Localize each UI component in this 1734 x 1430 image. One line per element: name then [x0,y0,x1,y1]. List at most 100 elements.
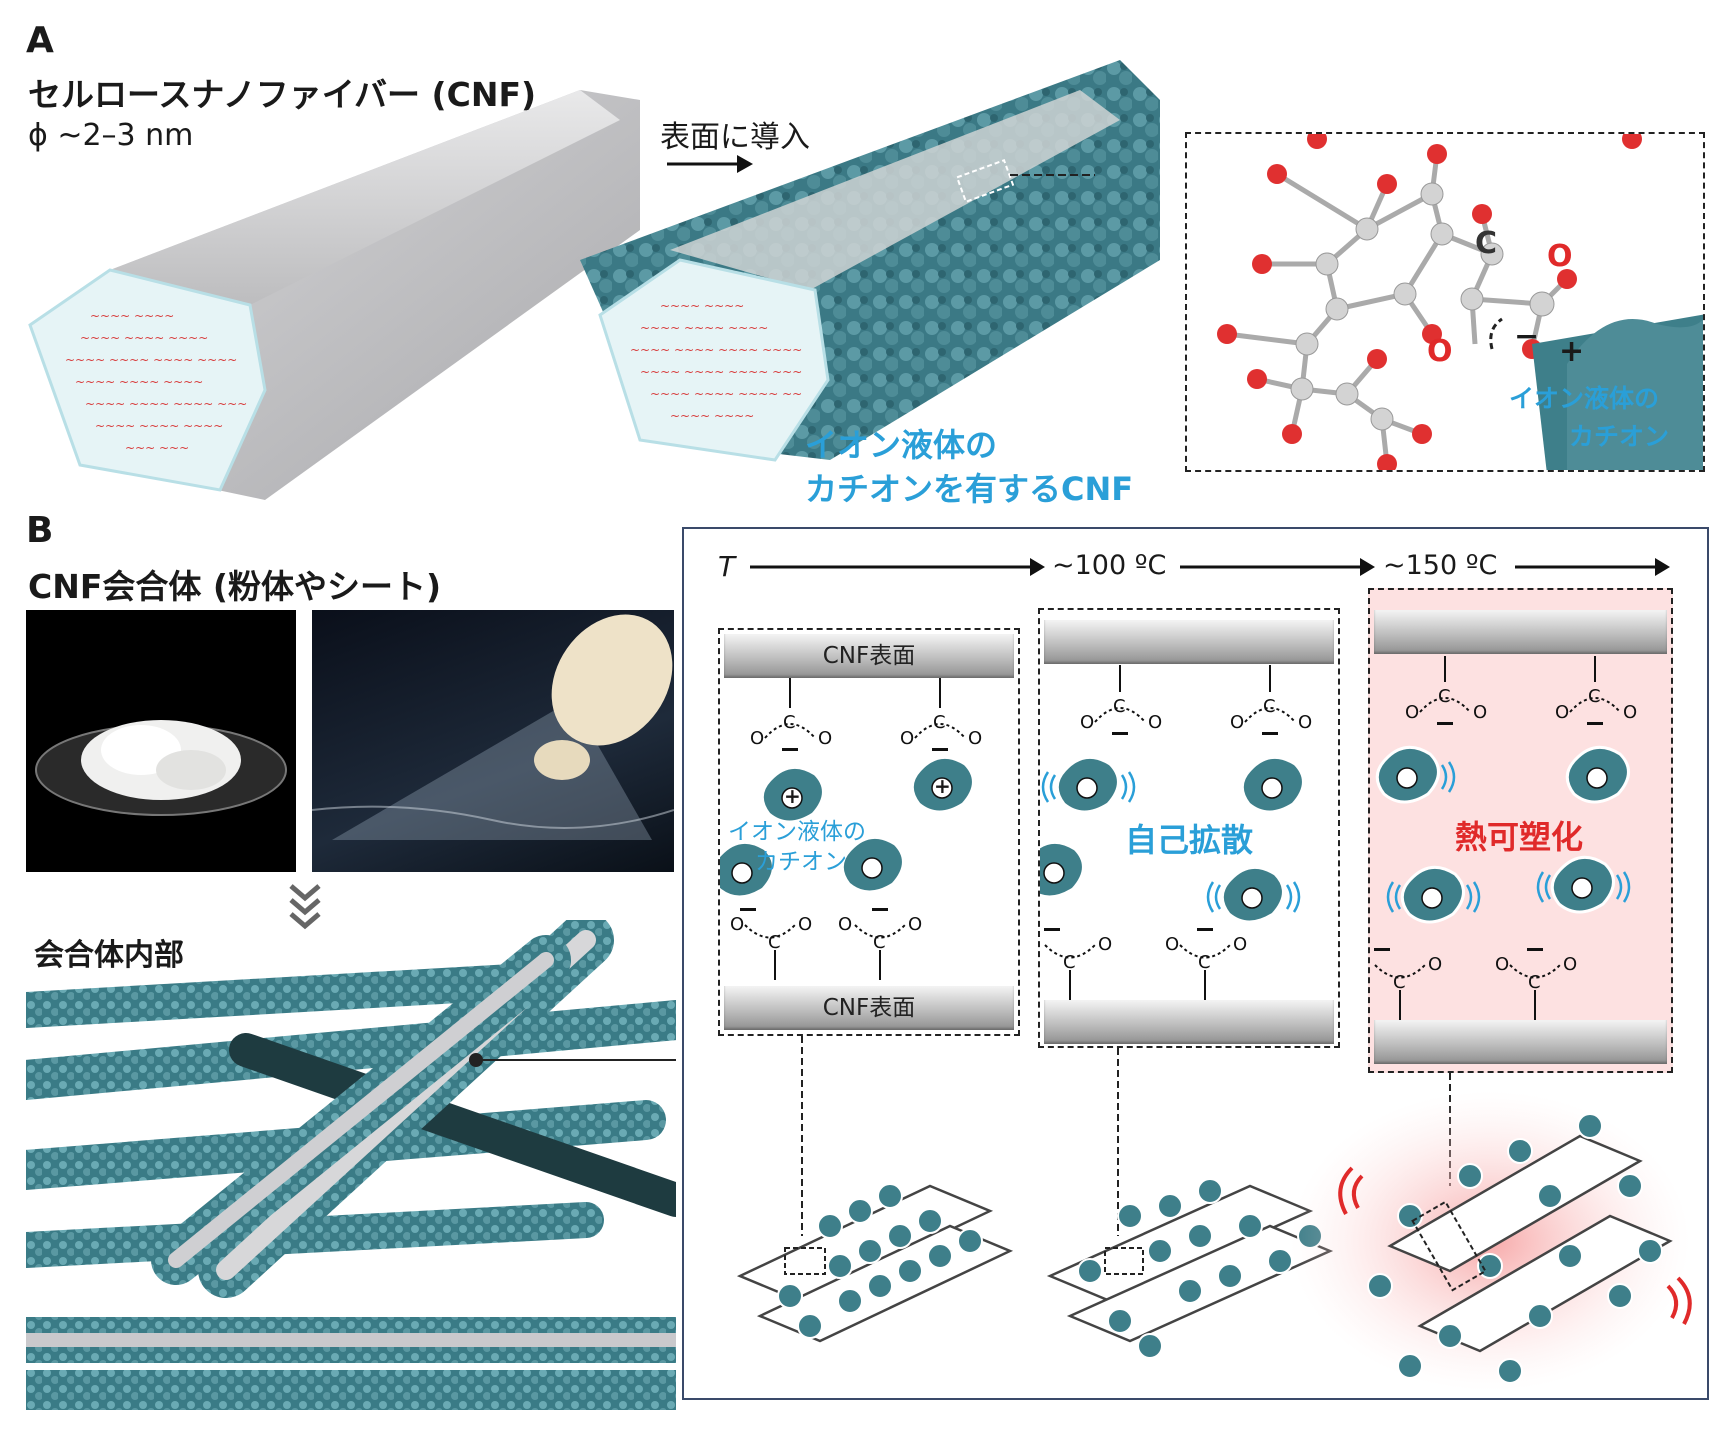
temperature-150: ~150 ºC [1383,550,1498,581]
cation-label-line1: イオン液体の [728,819,866,845]
svg-text:C: C [1393,972,1406,993]
svg-text:O: O [1098,934,1112,955]
inset-atom-o1: O [1547,239,1573,274]
cnf-surface-bottom [1044,1000,1334,1044]
interior-network [26,920,676,1410]
svg-text:~~~~ ~~~~: ~~~~ ~~~~ [670,409,754,423]
svg-text:C: C [933,712,946,733]
molecule-drawing [1217,134,1703,470]
plain-cnf-cross-section [28,268,267,492]
svg-text:C: C [1438,686,1451,707]
svg-text:O: O [1233,934,1247,955]
svg-text:C: C [1113,696,1126,717]
svg-text:C: C [1063,952,1076,973]
cnf-surface-bottom: CNF表面 [724,986,1014,1030]
inset-cation-line2: カチオン [1569,422,1670,451]
svg-text:O: O [900,728,914,749]
cnf-surface-bottom [1374,1020,1667,1064]
svg-text:~~~~ ~~~~: ~~~~ ~~~~ [90,309,174,323]
panel-a-letter: A [26,20,54,61]
temperature-arrow [750,558,1670,576]
inset-cation-line1: イオン液体の [1509,384,1660,413]
modified-cnf-cross-section [598,258,830,462]
svg-text:C: C [1588,686,1601,707]
inset-atom-c: C [1475,226,1498,261]
svg-text:~~~ ~~~: ~~~ ~~~ [125,441,189,455]
sheet-photo [312,610,674,872]
svg-text:O: O [838,914,852,935]
svg-text:O: O [1563,954,1577,975]
svg-text:O: O [1623,702,1637,723]
introduction-arrow [667,155,753,173]
svg-text:~~~~ ~~~~ ~~~~: ~~~~ ~~~~ ~~~~ [640,321,768,335]
cnf-surface-top: CNF表面 [724,634,1014,678]
temperature-axis-label: T [718,550,736,583]
svg-text:~~~~ ~~~~ ~~~~ ~~: ~~~~ ~~~~ ~~~~ ~~ [650,387,802,401]
svg-text:O: O [1405,702,1419,723]
svg-text:O: O [798,914,812,935]
svg-text:O: O [730,914,744,935]
thermoplastic-label: 熱可塑化 [1455,818,1584,856]
svg-text:O: O [750,728,764,749]
cnf-diameter: ϕ ~2–3 nm [28,118,194,153]
lattice-state2 [1046,1178,1334,1359]
lattice-state1 [736,1183,1014,1343]
plain-cnf-fibre: ~~~~ ~~~~ ~~~~ ~~~~ ~~~~ ~~~~ ~~~~ ~~~~ ~… [28,90,640,500]
svg-text:O: O [1298,712,1312,733]
cation-label-line2: カチオン [755,849,847,875]
inset-atom-o2: O [1427,334,1453,369]
plus-sign: + [784,784,801,808]
svg-text:O: O [1080,712,1094,733]
svg-text:~~~~ ~~~~ ~~~~ ~~~~: ~~~~ ~~~~ ~~~~ ~~~~ [65,353,237,367]
svg-text:~~~~ ~~~~ ~~~~ ~~~~: ~~~~ ~~~~ ~~~~ ~~~~ [630,343,802,357]
svg-text:C: C [1198,952,1211,973]
powder-photo [26,610,296,872]
svg-text:~~~~ ~~~~ ~~~~ ~~~: ~~~~ ~~~~ ~~~~ ~~~ [640,365,802,379]
cation-modified-cnf-fibre: ~~~~ ~~~~ ~~~~ ~~~~ ~~~~ ~~~~ ~~~~ ~~~~ ~… [580,60,1160,462]
svg-text:O: O [1148,712,1162,733]
svg-text:O: O [1230,712,1244,733]
svg-text:O: O [1495,954,1509,975]
svg-text:~~~~ ~~~~ ~~~~: ~~~~ ~~~~ ~~~~ [95,419,223,433]
svg-text:O: O [908,914,922,935]
lattice-state3 [1290,1091,1692,1391]
svg-text:O: O [1428,954,1442,975]
svg-text:O: O [818,728,832,749]
modified-cnf-caption-line2: カチオンを有するCNF [805,470,1134,508]
chevron-down-icon [289,884,321,930]
svg-text:C: C [1263,696,1276,717]
svg-text:O: O [1165,934,1179,955]
modified-cnf-caption-line1: イオン液体の [805,426,998,464]
cnf-surface-top [1374,610,1667,654]
svg-text:~~~~ ~~~~ ~~~~: ~~~~ ~~~~ ~~~~ [80,331,208,345]
plus-sign: + [934,774,951,798]
svg-text:O: O [1555,702,1569,723]
svg-text:C: C [873,932,886,953]
svg-text:~~~~ ~~~~: ~~~~ ~~~~ [660,299,744,313]
molecular-inset: C O O − + イオン液体の カチオン [1185,132,1705,472]
cnf-surface-top [1044,620,1334,664]
interior-title: 会合体内部 [34,938,184,973]
inset-plus: + [1559,334,1585,369]
self-diffusion-label: 自己拡散 [1125,821,1254,859]
svg-text:O: O [968,728,982,749]
panel-b-letter: B [26,510,54,551]
svg-text:C: C [783,712,796,733]
svg-text:O: O [1473,702,1487,723]
temperature-100: ~100 ºC [1052,550,1167,581]
svg-text:~~~~ ~~~~ ~~~~ ~~~: ~~~~ ~~~~ ~~~~ ~~~ [85,397,247,411]
inset-minus: − [1514,319,1540,354]
svg-text:~~~~ ~~~~ ~~~~: ~~~~ ~~~~ ~~~~ [75,375,203,389]
introduction-label: 表面に導入 [660,120,810,155]
svg-text:C: C [768,932,781,953]
cnf-title: セルロースナノファイバー (CNF) [28,75,537,114]
aggregate-title: CNF会合体 (粉体やシート) [28,567,442,606]
svg-text:C: C [1528,972,1541,993]
lattice-sketches [736,1036,1692,1391]
